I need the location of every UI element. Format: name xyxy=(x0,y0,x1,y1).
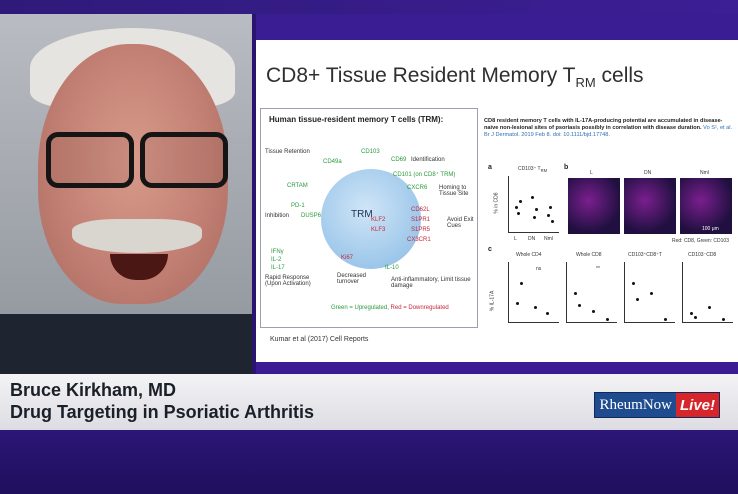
label-rapid-response: Rapid Response (Upon Activation) xyxy=(265,275,311,287)
label-crtam: CRTAM xyxy=(287,183,308,189)
label-anti-inflammatory: Anti-inflammatory, Limit tissue damage xyxy=(391,277,471,289)
trm-diagram: Human tissue-resident memory T cells (TR… xyxy=(260,108,478,328)
micrograph-scale: 100 μm xyxy=(702,226,719,232)
micrograph-l-label: L xyxy=(590,170,593,176)
bottom-band xyxy=(0,430,738,494)
label-s1pr1: S1PR1 xyxy=(411,217,431,223)
speaker-name: Bruce Kirkham, MD xyxy=(10,380,177,400)
figure-a-group-nml: Nml xyxy=(544,236,553,242)
label-inhibition: Inhibition xyxy=(265,213,290,219)
trm-cell xyxy=(321,169,421,269)
label-cx3cr1: CX3CR1 xyxy=(407,237,431,243)
slide-title: CD8+ Tissue Resident Memory TRM cells xyxy=(266,64,644,91)
label-avoid-exit: Avoid Exit Cues xyxy=(447,217,474,229)
label-decreased-turnover: Decreased turnover xyxy=(337,273,367,285)
label-il17: IL-17 xyxy=(271,265,285,271)
label-tissue-retention: Tissue Retention xyxy=(265,149,310,155)
label-ki67: Ki67 xyxy=(341,255,354,261)
slide: CD8+ Tissue Resident Memory TRM cells Hu… xyxy=(256,40,738,362)
figure-c-sig-ns: ns xyxy=(536,266,542,272)
figure-c-sig-star: ** xyxy=(596,266,600,272)
micrograph-caption: Red: CD8, Green: CD103 xyxy=(672,238,729,244)
label-dusp6: DUSP6 xyxy=(301,213,322,219)
speaker-glasses xyxy=(40,132,230,188)
label-cxcr6: CXCR6 xyxy=(407,185,428,191)
label-pd1: PD-1 xyxy=(291,203,305,209)
label-cd62l: CD62L xyxy=(411,207,430,213)
micrograph-dn xyxy=(624,178,676,234)
speaker-video xyxy=(0,14,252,374)
label-cd103: CD103 xyxy=(361,149,380,155)
diagram-citation: Kumar et al (2017) Cell Reports xyxy=(270,336,369,343)
figure-c-plots xyxy=(508,262,734,334)
figure-a-plot xyxy=(508,176,559,233)
label-cd69: CD69 xyxy=(391,157,407,163)
figure-a-title: CD103⁺ TRM xyxy=(518,166,548,173)
lower-third: Bruce Kirkham, MD Drug Targeting in Psor… xyxy=(0,374,738,430)
label-s1pr5: S1PR5 xyxy=(411,227,431,233)
figure-a-group-dn: DN xyxy=(528,236,536,242)
speaker-mustache xyxy=(72,219,202,253)
slide-frame: CD8+ Tissue Resident Memory TRM cells Hu… xyxy=(256,14,738,374)
figure-b-label: b xyxy=(564,164,569,171)
label-cd101: CD101 (on CD8⁺ TRM) xyxy=(393,172,456,178)
label-il2: IL-2 xyxy=(271,257,282,263)
figure-a-group-l: L xyxy=(514,236,517,242)
micrograph-nml xyxy=(680,178,732,234)
micrograph-l xyxy=(568,178,620,234)
figure-a-ylabel: % in CD8 xyxy=(493,192,500,214)
figure-c-panel-1: Whole CD4 xyxy=(516,252,542,258)
label-klf2: KLF2 xyxy=(371,217,386,223)
talk-title: Drug Targeting in Psoriatic Arthritis xyxy=(10,402,315,422)
figure-a-label: a xyxy=(488,164,492,171)
diagram-title: Human tissue-resident memory T cells (TR… xyxy=(269,115,444,124)
figure-c-panel-3: CD103⁺CD8⁺T xyxy=(628,252,662,258)
trm-cell-label: TRM xyxy=(351,209,373,220)
label-homing: Homing to Tissue Site xyxy=(439,185,469,197)
micrograph-dn-label: DN xyxy=(644,170,652,176)
label-identification: Identification xyxy=(411,157,445,163)
top-band xyxy=(0,0,738,14)
label-ifng: IFNγ xyxy=(271,249,284,255)
label-il10: IL-10 xyxy=(385,265,399,271)
brand-name: RheumNow xyxy=(599,396,672,413)
figure-c-panel-2: Whole CD8 xyxy=(576,252,602,258)
live-badge: Live! xyxy=(675,393,719,417)
micrograph-nml-label: Nml xyxy=(700,170,709,176)
figure-c-label: c xyxy=(488,246,492,253)
brand-logo: RheumNow Live! xyxy=(594,392,720,418)
diagram-legend: Green = Upregulated, Red = Downregulated xyxy=(331,305,449,311)
label-klf3: KLF3 xyxy=(371,227,386,233)
abstract-text: CD8 resident memory T cells with IL-17A-… xyxy=(484,118,733,138)
speaker-shirt xyxy=(0,314,252,374)
figure-c-ylabel: % IL-17A xyxy=(489,290,496,312)
figure-c-panel-4: CD103⁻CD8 xyxy=(688,252,717,258)
label-cd49a: CD49a xyxy=(323,159,342,165)
